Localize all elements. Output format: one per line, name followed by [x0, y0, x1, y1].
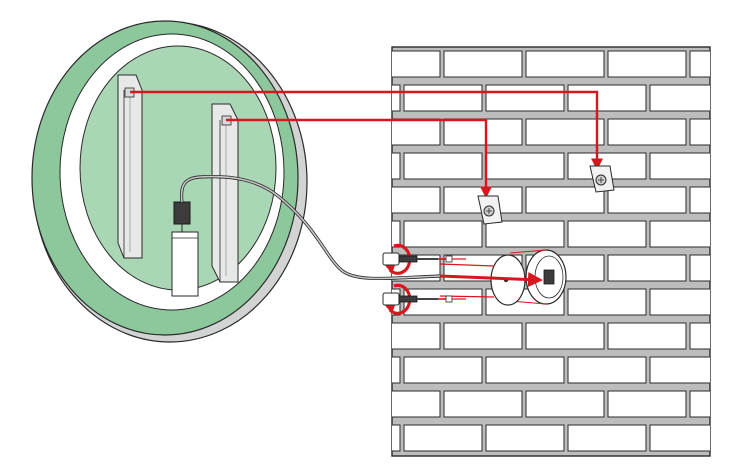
brick: [607, 390, 687, 418]
fixing-screw-top: [382, 243, 466, 275]
power-cable: [276, 194, 441, 281]
brick: [525, 50, 605, 78]
brick: [392, 118, 441, 146]
brick: [392, 152, 401, 180]
brick: [649, 424, 710, 452]
brick: [392, 424, 401, 452]
brick: [485, 220, 565, 248]
wall-hook-left: [477, 195, 503, 225]
brick: [392, 186, 441, 214]
brick: [689, 322, 710, 350]
led-driver: [171, 201, 199, 297]
brick: [392, 356, 401, 384]
hanging-rail-left: [117, 74, 143, 259]
brick: [607, 254, 687, 282]
arrow-rail-left-to-hook: [130, 90, 603, 171]
brick: [403, 220, 483, 248]
brick: [649, 220, 710, 248]
brick: [485, 356, 565, 384]
brick: [403, 356, 483, 384]
brick: [443, 322, 523, 350]
brick: [392, 390, 441, 418]
brick: [689, 118, 710, 146]
arrow-rail-right-to-hook: [226, 118, 492, 199]
brick: [443, 118, 523, 146]
brick: [649, 84, 710, 112]
brick: [649, 356, 710, 384]
fixing-screw-bottom: [382, 283, 466, 315]
brick: [485, 84, 565, 112]
brick: [649, 288, 710, 316]
brick: [392, 84, 401, 112]
brick: [689, 186, 710, 214]
brick: [649, 152, 710, 180]
brick: [607, 186, 687, 214]
brick: [392, 322, 441, 350]
brick: [392, 50, 441, 78]
brick: [567, 288, 647, 316]
brick: [690, 459, 750, 476]
brick: [362, 459, 440, 476]
driver-connector: [173, 201, 191, 225]
brick: [485, 152, 565, 180]
round-led-mirror: [31, 20, 308, 343]
driver-housing: [171, 231, 199, 297]
hanging-rail-right: [211, 103, 239, 283]
brick: [567, 220, 647, 248]
brick: [689, 50, 710, 78]
brick: [567, 356, 647, 384]
brick: [403, 84, 483, 112]
arrow-cable-to-terminal: [439, 272, 543, 288]
brick: [689, 254, 710, 282]
brick: [403, 424, 483, 452]
brick: [607, 50, 687, 78]
brick: [443, 390, 523, 418]
brick: [567, 424, 647, 452]
brick: [689, 390, 710, 418]
brick: [444, 459, 522, 476]
brick: [607, 322, 687, 350]
brick: [485, 424, 565, 452]
brick: [607, 118, 687, 146]
hook-alignment-arrows: [130, 90, 603, 199]
brick: [443, 50, 523, 78]
brick: [525, 322, 605, 350]
brick: [392, 220, 401, 248]
brick: [567, 84, 647, 112]
terminal-block: [543, 269, 555, 285]
brick: [525, 118, 605, 146]
brick: [525, 186, 605, 214]
brick: [403, 152, 483, 180]
brick: [525, 390, 605, 418]
brick: [608, 459, 686, 476]
wall-hook-right: [589, 165, 615, 193]
brick: [526, 459, 604, 476]
